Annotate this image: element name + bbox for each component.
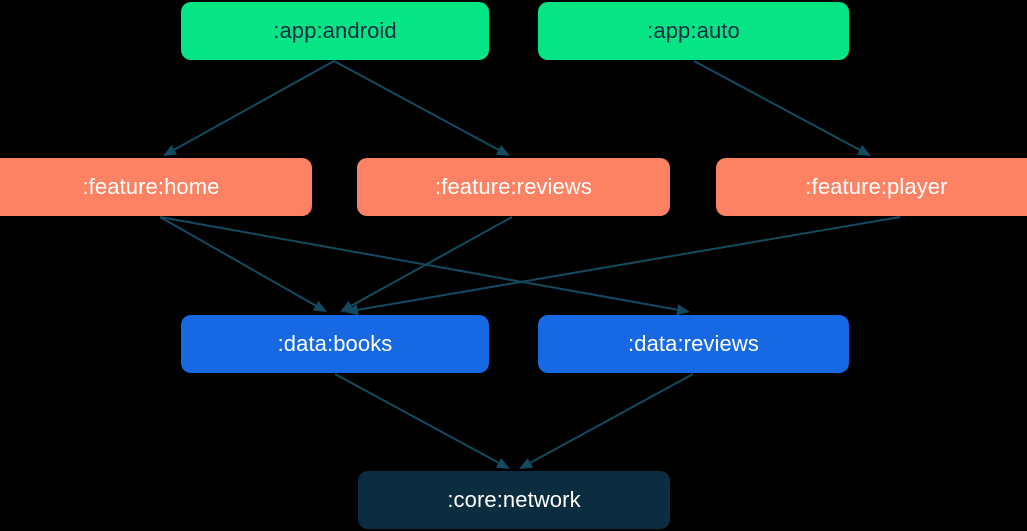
edge-arrowhead <box>519 457 534 469</box>
edge-feature-player-to-data-books <box>345 216 901 316</box>
edge-line <box>357 216 901 311</box>
node-core-network[interactable]: :core:network <box>358 471 670 529</box>
node-label: :app:android <box>273 18 397 43</box>
edge-line <box>693 60 861 151</box>
node-label: :data:books <box>277 331 393 356</box>
edge-feature-home-to-data-books <box>159 216 327 312</box>
node-app-auto[interactable]: :app:auto <box>538 2 849 60</box>
edge-line <box>529 373 694 464</box>
node-label: :data:reviews <box>628 331 759 356</box>
edge-feature-home-to-data-reviews <box>159 216 690 316</box>
edge-data-books-to-core-network <box>334 373 510 469</box>
edge-arrowhead <box>495 457 510 469</box>
node-label: :feature:reviews <box>435 174 592 199</box>
edge-arrowhead <box>856 145 871 156</box>
node-data-books[interactable]: :data:books <box>181 315 489 373</box>
edge-arrowhead <box>312 300 327 312</box>
edge-app-android-to-feature-reviews <box>333 60 510 156</box>
node-label: :feature:player <box>805 174 948 199</box>
edge-line <box>350 216 513 307</box>
edge-arrowhead <box>163 144 178 156</box>
edge-line <box>334 373 500 464</box>
node-feature-player[interactable]: :feature:player <box>716 158 1027 216</box>
edge-app-auto-to-feature-player <box>693 60 871 156</box>
node-label: :core:network <box>447 487 581 512</box>
edge-feature-reviews-to-data-books <box>340 216 513 312</box>
node-label: :feature:home <box>82 174 220 199</box>
node-app-android[interactable]: :app:android <box>181 2 489 60</box>
edge-data-reviews-to-core-network <box>519 373 694 469</box>
node-data-reviews[interactable]: :data:reviews <box>538 315 849 373</box>
edge-line <box>333 60 500 151</box>
edge-arrowhead <box>676 304 690 316</box>
node-feature-home[interactable]: :feature:home <box>0 158 312 216</box>
edge-arrowhead <box>340 300 355 312</box>
node-label: :app:auto <box>647 18 740 43</box>
edge-arrowhead <box>495 144 510 156</box>
edge-line <box>159 216 317 307</box>
edge-arrowhead <box>345 304 359 316</box>
edge-line <box>159 216 678 311</box>
edge-app-android-to-feature-home <box>163 60 335 156</box>
node-feature-reviews[interactable]: :feature:reviews <box>357 158 670 216</box>
edge-line <box>173 60 335 151</box>
